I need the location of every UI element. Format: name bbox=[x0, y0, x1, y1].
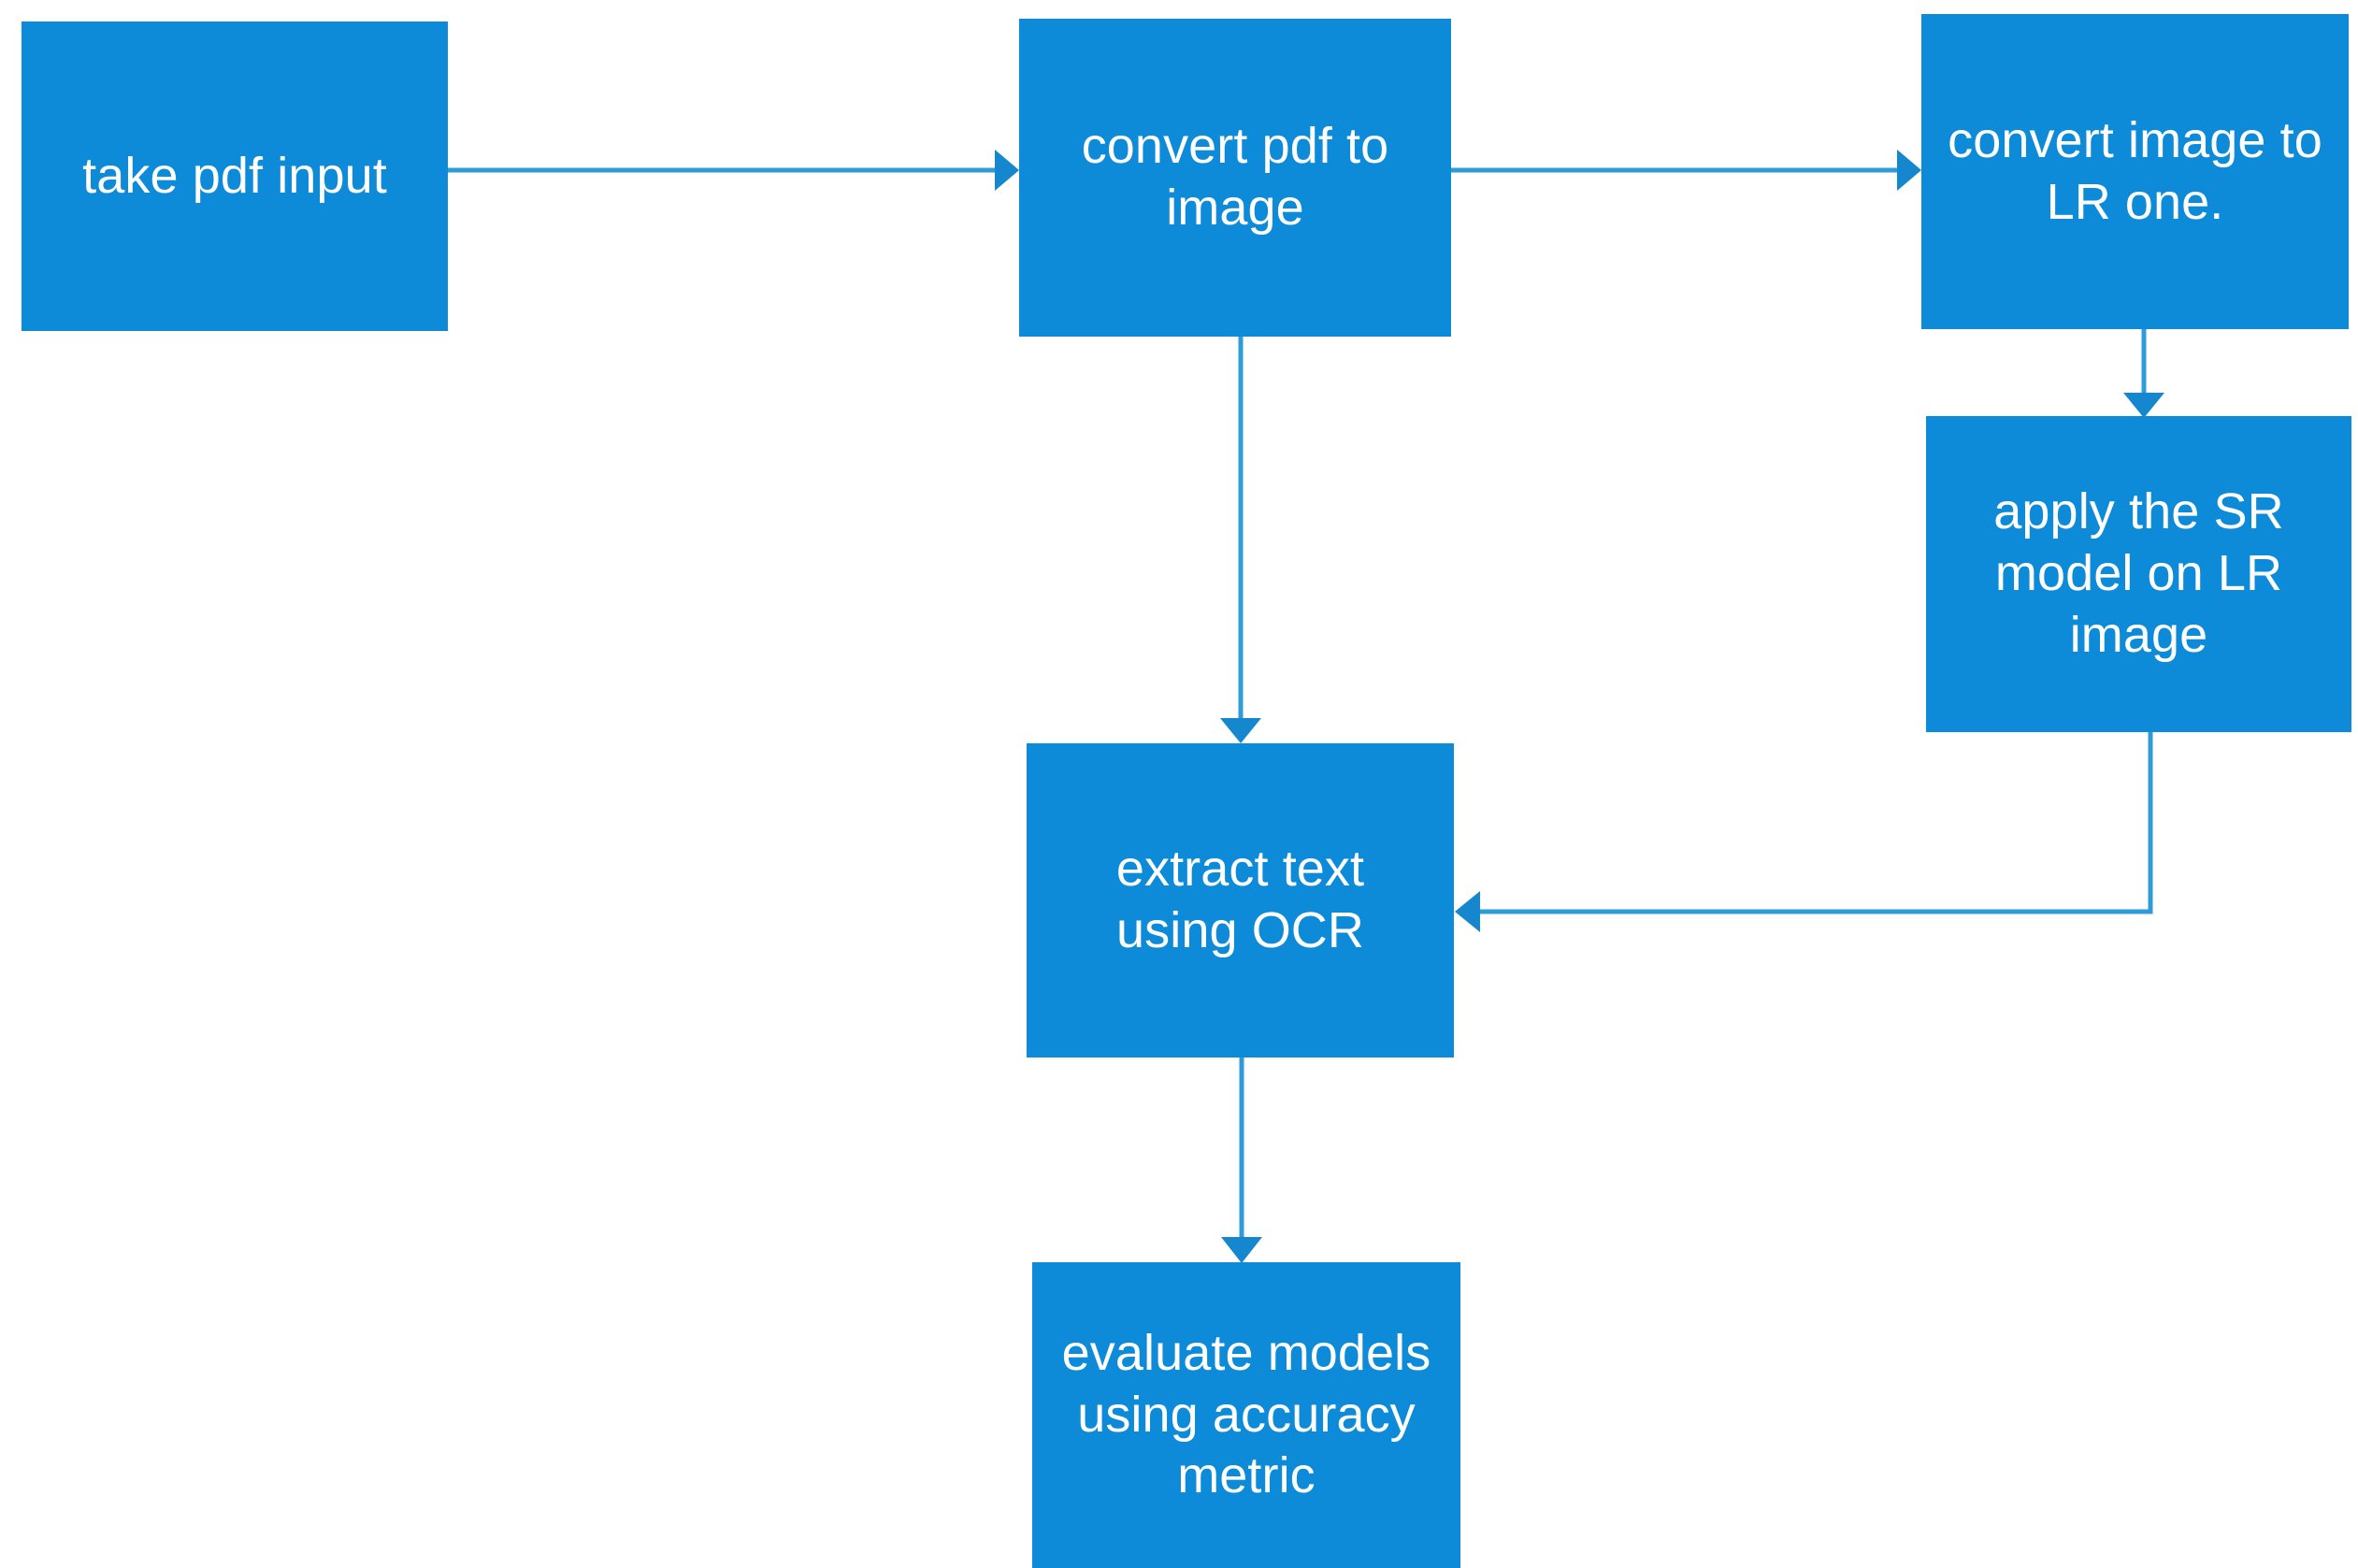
node-extract-text-using-ocr[interactable]: extract text using OCR bbox=[1027, 743, 1454, 1057]
node-convert-pdf-to-image[interactable]: convert pdf to image bbox=[1019, 19, 1451, 337]
node-convert-image-to-lr-one[interactable]: convert image to LR one. bbox=[1921, 14, 2349, 329]
node-apply-the-sr-model-on-lr-image[interactable]: apply the SR model on LR image bbox=[1926, 416, 2351, 732]
edge-convert-pdf-to-image-to-extract-text-using-ocr bbox=[1220, 337, 1261, 743]
edge-take-pdf-input-to-convert-pdf-to-image bbox=[448, 150, 1019, 191]
edge-apply-sr-model-to-extract-text-using-ocr bbox=[1455, 732, 2153, 932]
edge-convert-image-to-lr-to-apply-sr-model bbox=[2123, 329, 2164, 418]
edge-convert-pdf-to-image-to-convert-image-to-lr bbox=[1451, 150, 1921, 191]
node-evaluate-models-using-accuracy-metric[interactable]: evaluate models using accuracy metric bbox=[1032, 1262, 1460, 1568]
node-take-pdf-input[interactable]: take pdf input bbox=[22, 22, 448, 331]
edge-extract-text-using-ocr-to-evaluate-models bbox=[1221, 1057, 1262, 1263]
